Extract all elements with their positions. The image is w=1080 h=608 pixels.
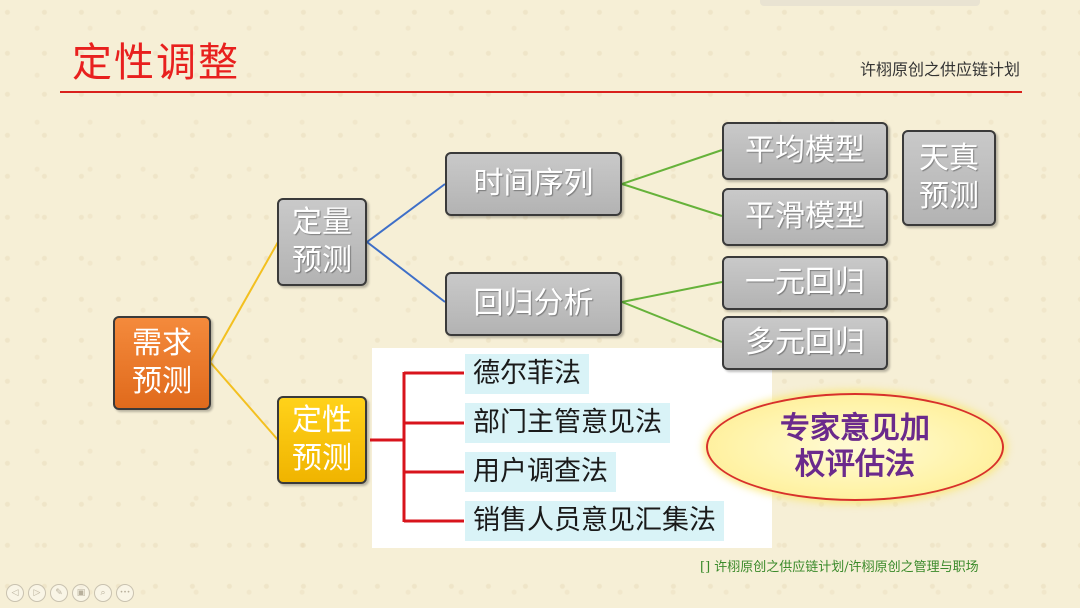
node-qualitative-forecast: 定性 预测 [277, 396, 367, 484]
node-multiple-regression: 多元回归 [722, 316, 888, 370]
connector-regression-simple [621, 281, 723, 303]
highlight-line-2: 权评估法 [795, 447, 915, 482]
highlight-expert-weighted-method: 专家意见加 权评估法 [706, 393, 1004, 501]
more-icon[interactable]: ••• [116, 584, 134, 602]
connector-root-qual [209, 361, 279, 441]
page-title: 定性调整 [72, 40, 240, 86]
connector-timeseries-smoothing [621, 183, 723, 217]
method-sales-opinion-composite: 销售人员意见汇集法 [465, 501, 724, 541]
node-simple-regression: 一元回归 [722, 256, 888, 310]
node-regression-analysis: 回归分析 [445, 272, 622, 336]
pen-icon[interactable]: ✎ [50, 584, 68, 602]
node-quantitative-forecast: 定量 预测 [277, 198, 367, 286]
page-subtitle: 许栩原创之供应链计划 [859, 60, 1020, 79]
method-user-survey: 用户调查法 [465, 452, 616, 492]
top-tab [760, 0, 980, 6]
connector-regression-multiple [621, 301, 723, 343]
node-time-series: 时间序列 [445, 152, 622, 216]
method-delphi: 德尔菲法 [465, 354, 589, 394]
next-icon[interactable]: ▷ [28, 584, 46, 602]
connector-timeseries-average [621, 149, 723, 185]
node-average-model: 平均模型 [722, 122, 888, 180]
node-demand-forecast: 需求 预测 [113, 316, 211, 410]
connector-quant-timeseries [366, 183, 446, 243]
prev-icon[interactable]: ◁ [6, 584, 24, 602]
copy-icon[interactable]: ▣ [72, 584, 90, 602]
highlight-line-1: 专家意见加 [780, 411, 930, 446]
zoom-icon[interactable]: ⌕ [94, 584, 112, 602]
node-smoothing-model: 平滑模型 [722, 188, 888, 246]
slide-toolbar: ◁ ▷ ✎ ▣ ⌕ ••• [6, 584, 134, 602]
connector-quant-regression [366, 241, 446, 303]
method-department-head-opinion: 部门主管意见法 [465, 403, 670, 443]
title-rule [60, 91, 1022, 93]
connector-root-quant [209, 241, 279, 363]
footer-caption: [] 许栩原创之供应链计划/许栩原创之管理与职场 [700, 560, 979, 575]
node-naive-forecast: 天真 预测 [902, 130, 996, 226]
